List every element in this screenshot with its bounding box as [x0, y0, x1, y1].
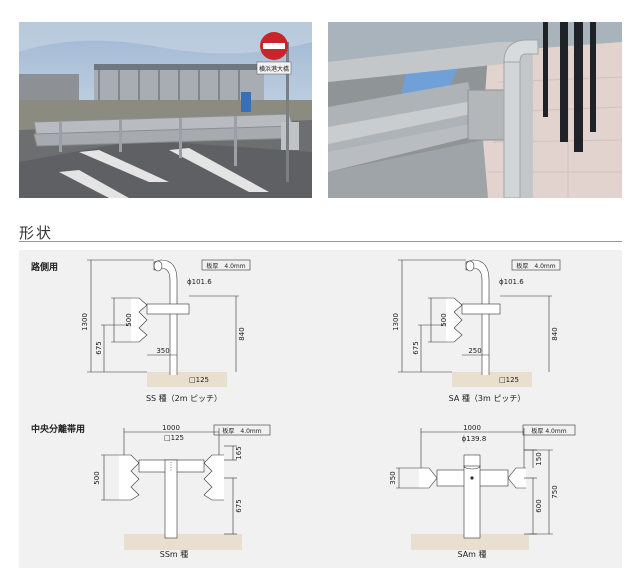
sa-offset: 250 — [468, 347, 481, 355]
sam-height-low: 600 — [535, 499, 543, 512]
sam-thickness-label: 板厚 4.0mm — [531, 427, 566, 435]
sa-caption: SA 種（3m ピッチ） — [449, 393, 526, 403]
ssm-height-low: 675 — [235, 499, 243, 512]
median-group-label: 中央分離帯用 — [31, 423, 85, 435]
sa-height-post: 840 — [551, 327, 559, 340]
photo-board-text: 横浜港大橋 — [259, 65, 289, 73]
ssm-post: □125 — [164, 434, 184, 442]
ssm-thickness-label: 板厚 4.0mm — [222, 427, 261, 435]
section-divider — [19, 241, 622, 242]
ss-height-rail: 500 — [125, 313, 133, 326]
ss-base: □125 — [189, 376, 209, 384]
sam-height-rail: 350 — [389, 471, 397, 484]
sa-thickness-label: 板厚 4.0mm — [516, 262, 555, 270]
sam-caption: SAm 種 — [457, 549, 486, 559]
sa-height-low: 675 — [412, 341, 420, 354]
photo-roadside-scene: 横浜港大橋 — [19, 22, 312, 198]
section-heading: 形状 — [19, 224, 54, 242]
ss-diameter-label: ϕ101.6 — [187, 278, 212, 286]
ssm-caption: SSm 種 — [160, 549, 189, 559]
sa-drawing — [398, 259, 561, 387]
sam-width: 1000 — [463, 424, 481, 432]
ss-offset: 350 — [156, 347, 169, 355]
sa-height-rail: 500 — [440, 313, 448, 326]
ss-height-total: 1300 — [81, 313, 89, 331]
guardrail-dimension-drawings: 板厚 4.0mm ϕ101.6 1300 500 675 840 350 □12… — [31, 259, 576, 559]
ss-thickness-label: 板厚 4.0mm — [206, 262, 245, 270]
sam-diameter: ϕ139.8 — [462, 435, 487, 443]
guardrail-photo-roadside: 横浜港大橋 — [19, 22, 312, 198]
sam-drawing — [396, 424, 576, 550]
ssm-height-rail: 500 — [93, 471, 101, 484]
sa-base: □125 — [499, 376, 519, 384]
ss-drawing — [87, 259, 251, 387]
sam-height-total: 750 — [551, 485, 559, 498]
sa-diameter-label: ϕ101.6 — [499, 278, 524, 286]
sa-height-total: 1300 — [392, 313, 400, 331]
roadside-group-label: 路側用 — [31, 261, 58, 273]
ssm-width: 1000 — [162, 424, 180, 432]
ss-height-post: 840 — [238, 327, 246, 340]
sam-height-top: 150 — [535, 452, 543, 465]
ssm-height-top: 165 — [235, 446, 243, 459]
diagram-panel: 板厚 4.0mm ϕ101.6 1300 500 675 840 350 □12… — [19, 250, 622, 568]
ss-height-low: 675 — [95, 341, 103, 354]
photo-closeup-scene — [328, 22, 622, 198]
guardrail-photo-closeup — [328, 22, 622, 198]
ss-caption: SS 種（2m ピッチ） — [146, 393, 222, 403]
ssm-drawing — [101, 424, 271, 550]
